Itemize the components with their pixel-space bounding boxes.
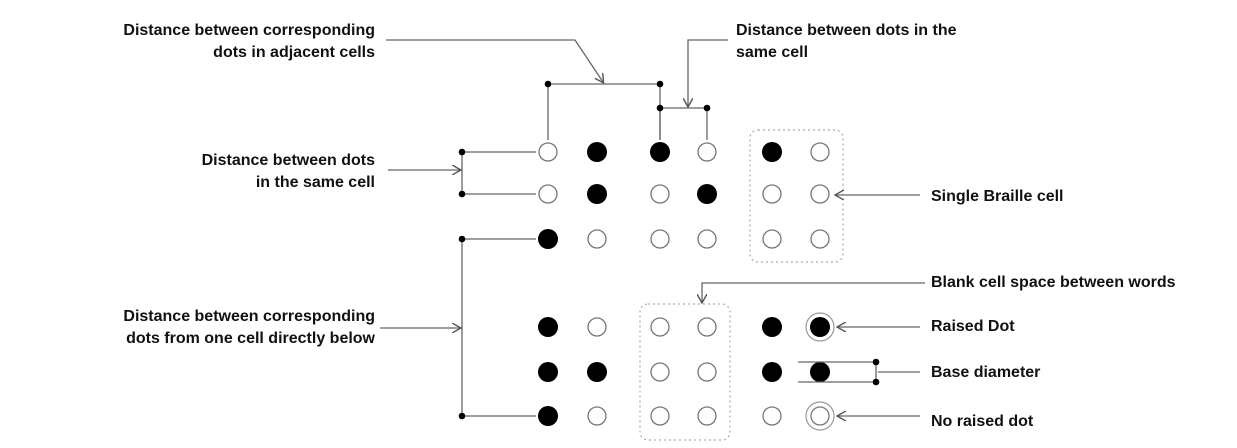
raised-dot-top-c2-r0-d0 bbox=[762, 142, 782, 162]
unraised-dot-bottom-c1-r1-d0 bbox=[650, 362, 670, 382]
bracket-adjacent-cells bbox=[547, 83, 661, 140]
label-same-cell-left: Distance between dots in the same cell bbox=[100, 150, 375, 194]
unraised-dot-top-c0-r1-d0 bbox=[538, 184, 558, 204]
bracket-same-cell-end-right bbox=[703, 104, 711, 112]
unraised-dot-top-c2-r2-d1 bbox=[810, 229, 830, 249]
label-cell-below-line2: dots from one cell directly below bbox=[126, 330, 375, 347]
raised-dot-ring bbox=[805, 312, 835, 342]
unraised-dot-top-c0-r0-d0 bbox=[538, 142, 558, 162]
single-cell-frame bbox=[749, 129, 844, 263]
label-adjacent-cells-line2: dots in adjacent cells bbox=[213, 44, 375, 61]
unraised-dot-bottom-c2-r2-d1 bbox=[810, 406, 830, 426]
bracket-adjacent-end-right bbox=[656, 80, 664, 88]
base-diameter-end-top bbox=[872, 358, 880, 366]
label-same-cell-top: Distance between dots in the same cell bbox=[736, 20, 956, 64]
raised-dot-bottom-c2-r0-d1 bbox=[810, 317, 830, 337]
bracket-same-cell-end-left bbox=[656, 104, 664, 112]
label-same-cell-left-line1: Distance between dots bbox=[201, 152, 375, 169]
bracket-same-cell-left-top bbox=[458, 148, 466, 156]
label-cell-directly-below: Distance between corresponding dots from… bbox=[20, 306, 375, 350]
label-no-raised-dot: No raised dot bbox=[931, 413, 1034, 430]
raised-dot-bottom-c2-r1-d0 bbox=[762, 362, 782, 382]
unraised-dot-top-c1-r2-d0 bbox=[650, 229, 670, 249]
raised-dot-bottom-c2-r0-d0 bbox=[762, 317, 782, 337]
raised-dot-top-c1-r1-d1 bbox=[697, 184, 717, 204]
raised-dot-bottom-c0-r0-d0 bbox=[538, 317, 558, 337]
unraised-dot-top-c2-r2-d0 bbox=[762, 229, 782, 249]
unraised-dot-bottom-c0-r0-d1 bbox=[587, 317, 607, 337]
unraised-dot-top-c2-r0-d1 bbox=[810, 142, 830, 162]
unraised-dot-top-c2-r1-d1 bbox=[810, 184, 830, 204]
label-single-braille-cell: Single Braille cell bbox=[931, 188, 1064, 205]
label-same-cell-left-line2: in the same cell bbox=[255, 174, 375, 191]
unraised-dot-bottom-c1-r1-d1 bbox=[697, 362, 717, 382]
raised-dot-bottom-c0-r1-d1 bbox=[587, 362, 607, 382]
raised-dot-bottom-c2-r1-d1 bbox=[810, 362, 830, 382]
label-same-cell-top-line2: same cell bbox=[736, 44, 809, 61]
unraised-dot-bottom-c2-r2-d0 bbox=[762, 406, 782, 426]
unraised-dot-bottom-c1-r0-d1 bbox=[697, 317, 717, 337]
bracket-same-cell-top bbox=[659, 107, 708, 140]
unraised-dot-bottom-c0-r2-d1 bbox=[587, 406, 607, 426]
unraised-dot-top-c1-r0-d1 bbox=[697, 142, 717, 162]
label-same-cell-top-line1: Distance between dots in the bbox=[736, 22, 957, 39]
raised-dot-top-c0-r2-d0 bbox=[538, 229, 558, 249]
label-adjacent-cells: Distance between corresponding dots in a… bbox=[30, 20, 375, 64]
label-cell-below-line1: Distance between corresponding bbox=[123, 308, 375, 325]
leader-adjacent-cells bbox=[386, 39, 603, 82]
label-adjacent-cells-line1: Distance between corresponding bbox=[123, 22, 375, 39]
no-raised-dot-ring bbox=[805, 401, 835, 431]
label-base-diameter: Base diameter bbox=[931, 364, 1041, 381]
unraised-dot-top-c1-r1-d0 bbox=[650, 184, 670, 204]
raised-dot-top-c0-r1-d1 bbox=[587, 184, 607, 204]
raised-dot-top-c1-r0-d0 bbox=[650, 142, 670, 162]
bracket-same-cell-left bbox=[461, 151, 536, 195]
bracket-cell-below bbox=[461, 238, 536, 417]
unraised-dot-bottom-c1-r2-d0 bbox=[650, 406, 670, 426]
bracket-adjacent-end-left bbox=[544, 80, 552, 88]
raised-dot-top-c0-r0-d1 bbox=[587, 142, 607, 162]
unraised-dot-bottom-c1-r0-d0 bbox=[650, 317, 670, 337]
unraised-dot-top-c2-r1-d0 bbox=[762, 184, 782, 204]
unraised-dot-top-c0-r2-d1 bbox=[587, 229, 607, 249]
leader-blank-cell bbox=[702, 282, 925, 302]
label-blank-cell-space: Blank cell space between words bbox=[931, 274, 1176, 291]
label-raised-dot: Raised Dot bbox=[931, 318, 1015, 335]
bracket-same-cell-left-bottom bbox=[458, 190, 466, 198]
blank-cell-frame bbox=[639, 303, 731, 441]
base-diameter-end-bottom bbox=[872, 378, 880, 386]
unraised-dot-bottom-c1-r2-d1 bbox=[697, 406, 717, 426]
unraised-dot-top-c1-r2-d1 bbox=[697, 229, 717, 249]
bracket-cell-below-top bbox=[458, 235, 466, 243]
bracket-cell-below-bottom bbox=[458, 412, 466, 420]
raised-dot-bottom-c0-r2-d0 bbox=[538, 406, 558, 426]
raised-dot-bottom-c0-r1-d0 bbox=[538, 362, 558, 382]
leader-same-cell-top bbox=[688, 39, 728, 106]
